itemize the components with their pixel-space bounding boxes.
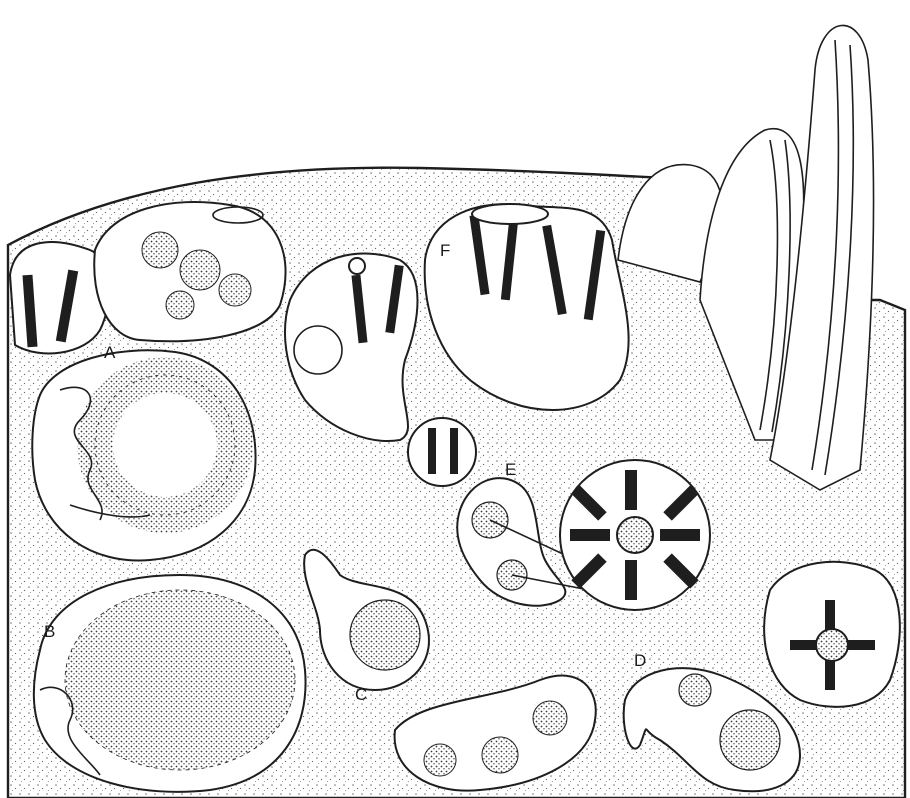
label-c: C (355, 685, 367, 704)
label-f: F (440, 241, 450, 260)
small-centriole-vesicle (408, 418, 476, 486)
label-e: E (505, 460, 516, 479)
region-d-rosette-2 (720, 710, 780, 770)
region-c-granule-cluster (350, 600, 420, 670)
label-d: D (634, 651, 646, 670)
region-e-rosette-2 (497, 560, 527, 590)
middle-vesicle-dot (349, 258, 365, 274)
label-b: B (44, 622, 55, 641)
region-b-granule-mass (65, 590, 295, 770)
label-a: A (104, 343, 116, 362)
region-d-rosette-1 (679, 674, 711, 706)
